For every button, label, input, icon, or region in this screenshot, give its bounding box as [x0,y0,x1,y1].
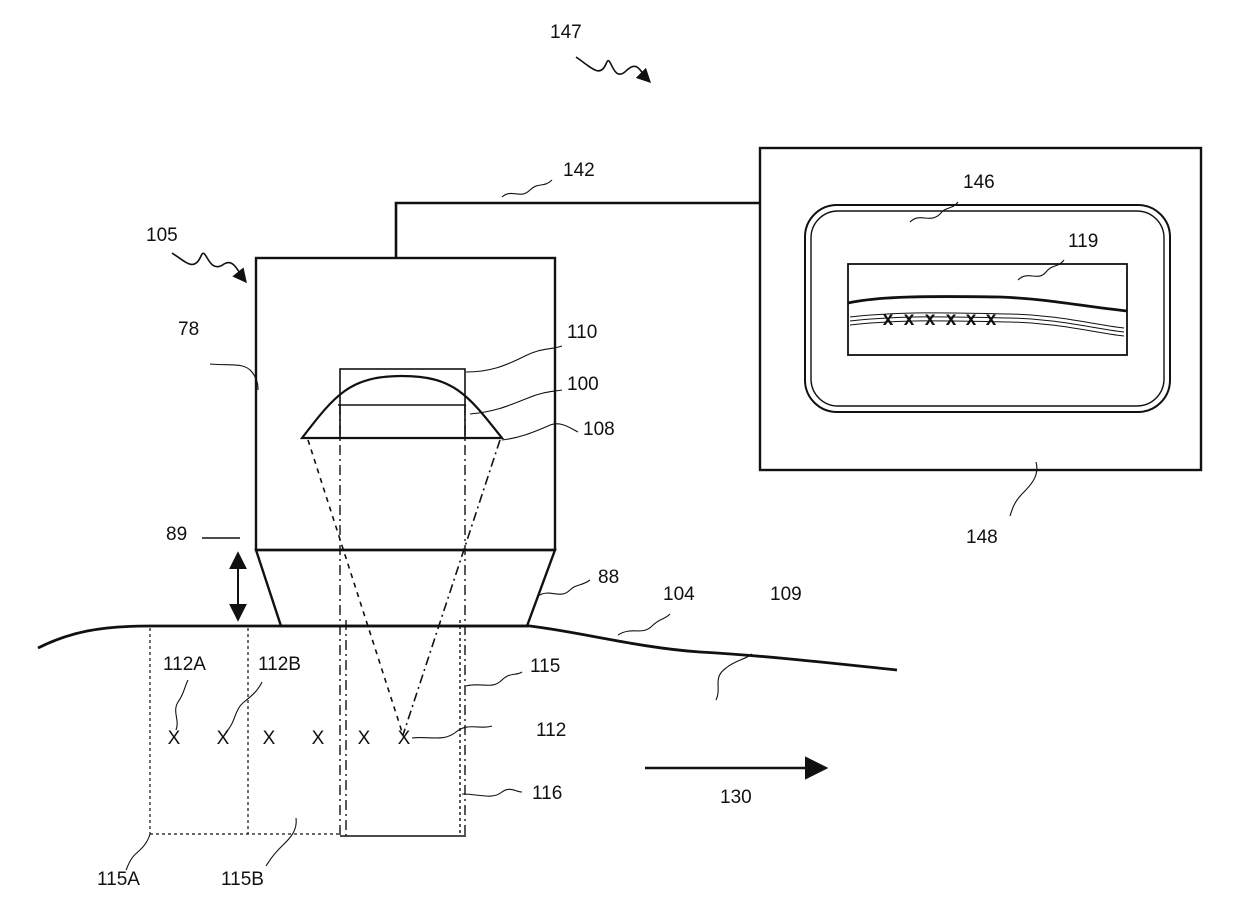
label-115: 115 [530,656,560,677]
probe-tip [256,550,555,626]
label-109: 109 [770,584,802,605]
label-112B: 112B [258,654,301,675]
label-146: 146 [963,172,995,193]
label-115A: 115A [97,869,140,890]
screen-marker-x: x [946,309,957,330]
label-112A: 112A [163,654,206,675]
label-148: 148 [966,527,998,548]
label-116: 116 [532,783,562,804]
lens-housing [340,369,465,438]
cable-142 [396,203,760,258]
marker-x: X [358,728,371,749]
leader-lines [126,180,1064,870]
label-104: 104 [663,584,695,605]
label-108: 108 [583,419,615,440]
squiggle-arrow-147 [576,57,650,82]
display-unit [760,148,1201,470]
marker-x: X [312,728,325,749]
marker-x: X [168,728,181,749]
label-100: 100 [567,374,599,395]
screen-marker-x: x [883,309,894,330]
label-105: 105 [146,225,178,246]
label-130: 130 [720,787,752,808]
label-88: 88 [598,567,619,588]
label-119: 119 [1068,231,1098,252]
lens [302,376,502,438]
label-112: 112 [536,720,566,741]
marker-x: X [263,728,276,749]
marker-x: X [398,728,411,749]
screen-marker-x: x [925,309,936,330]
label-147: 147 [550,22,582,43]
probe-housing [256,258,555,550]
label-78: 78 [178,319,199,340]
label-89: 89 [166,524,187,545]
screen-marker-x: x [904,309,915,330]
label-110: 110 [567,322,597,343]
focus-ray-left [308,440,403,735]
focus-ray-right [403,440,500,735]
label-115B: 115B [221,869,264,890]
screen-marker-x: x [986,309,997,330]
squiggle-arrow-105 [172,253,246,282]
marker-x: X [217,728,230,749]
label-142: 142 [563,160,595,181]
screen-marker-x: x [966,309,977,330]
